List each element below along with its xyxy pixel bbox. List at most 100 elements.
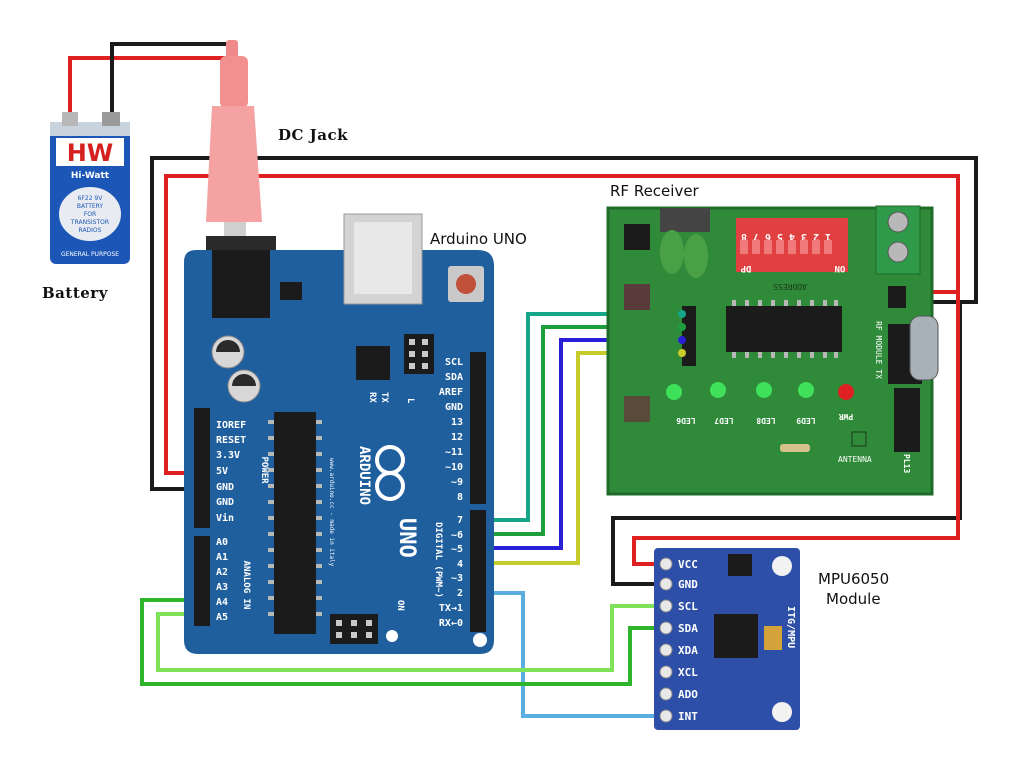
arduino-digital-pin-labels: 7 ~6 ~5 4 ~3 2 TX→1 RX←0 DIGITAL (PWM~) [433, 515, 463, 629]
arduino-top-header [470, 352, 486, 504]
mpu-pin-pads [659, 557, 673, 723]
battery-terminal-pos [62, 112, 78, 126]
rf-output-header [682, 306, 696, 366]
wire-gnd-black [150, 156, 978, 491]
arduino-capacitor-1-mark [216, 340, 240, 352]
mpu-pin-ado: ADO [678, 688, 698, 701]
mpu-chip-label: ITG/MPU [785, 606, 796, 648]
dip-7: 7 [753, 231, 759, 242]
rf-receiver-board: 8 7 6 5 4 3 2 1 DP ON ADDRESS [606, 205, 939, 496]
wire-a4-sda [140, 598, 662, 686]
rf-out-pin-2 [678, 323, 686, 331]
analog-header-label: ANALOG IN [241, 561, 251, 610]
arduino-on: ON [395, 600, 405, 611]
dc-jack [206, 40, 262, 238]
battery-purpose: GENERAL PURPOSE [61, 251, 119, 258]
arduino-mcu-legs [268, 420, 322, 616]
rf-button-top [624, 224, 650, 250]
arduino-hole-1 [473, 633, 487, 647]
mpu-hole-2 [772, 702, 792, 722]
pin-a3: A3 [216, 582, 228, 593]
arduino-usb-chip [356, 346, 390, 380]
arduino-capacitor-2-mark [232, 374, 256, 386]
rf-antenna-label: ANTENNA [838, 455, 872, 464]
pin-6: ~6 [451, 530, 463, 541]
mpu-pin-vcc: VCC [678, 558, 698, 571]
pin-8: 8 [457, 492, 463, 503]
dip-5: 5 [777, 231, 783, 242]
rf-led-9-label: LED9 [796, 416, 815, 425]
battery-label: Battery [42, 284, 109, 302]
rf-dip-toggles [740, 240, 832, 254]
pin-sda: SDA [445, 372, 463, 383]
dip-8: 8 [741, 231, 747, 242]
arduino-tx: TX [379, 392, 389, 403]
pin-gnd-2: GND [216, 497, 234, 508]
rf-cap-1 [660, 230, 684, 274]
rf-module-label: RF MODULE TX [874, 321, 883, 379]
wire-battery-red [68, 56, 230, 120]
pin-gnd-1: GND [216, 482, 234, 493]
arduino-regulator [280, 282, 302, 300]
rf-screw-2 [887, 241, 909, 263]
pin-5v: 5V [216, 466, 228, 477]
dip-label: DP [740, 263, 751, 273]
rf-antenna-pad [851, 431, 867, 447]
wire-d2-int [484, 591, 662, 718]
arduino-analog-header [194, 536, 210, 626]
pin-1: TX→1 [439, 603, 463, 614]
battery-terminal-neg [102, 112, 120, 126]
arduino-model: UNO [394, 518, 419, 558]
digital-header-label: DIGITAL (PWM~) [433, 522, 443, 598]
pin-reset: RESET [216, 435, 246, 446]
mpu-pin-gnd: GND [678, 578, 698, 591]
arduino-power-pin-labels: IOREF RESET 3.3V 5V GND GND Vin POWER [216, 420, 269, 524]
pin-aref: AREF [439, 387, 463, 398]
battery-spec-3: FOR [84, 211, 96, 218]
dip-3: 3 [801, 231, 807, 242]
pin-0: RX←0 [439, 618, 463, 629]
arduino-rx: RX [367, 392, 377, 403]
arduino-reset-cap [456, 274, 476, 294]
pin-a2: A2 [216, 567, 228, 578]
mpu-cap [764, 626, 782, 650]
rf-button-mid [624, 284, 650, 310]
arduino-logo [375, 445, 405, 501]
rf-address: ADDRESS [773, 282, 807, 291]
rf-out-pin-4 [678, 349, 686, 357]
pin-gnd-top: GND [445, 402, 463, 413]
rf-led-6-label: LED6 [676, 416, 695, 425]
jack-grip [220, 56, 248, 108]
rf-resistor [780, 444, 810, 452]
dip-on: ON [835, 263, 846, 273]
rf-button-bottom [624, 396, 650, 422]
mpu-pin-scl: SCL [678, 600, 698, 613]
rf-led-pwr-label: PWR [839, 412, 854, 421]
wire-a5-scl [156, 604, 662, 672]
arduino-site: www.arduino.cc - made in italy [328, 458, 335, 567]
battery-spec-2: BATTERY [77, 203, 104, 210]
mpu-pin-xda: XDA [678, 644, 698, 657]
rf-led-7-label: LED7 [714, 416, 733, 425]
dip-1: 1 [825, 231, 831, 242]
rf-out-pin-3 [678, 336, 686, 344]
pin-4: 4 [457, 559, 463, 570]
mpu-regulator [728, 554, 752, 576]
mpu-pin-int: INT [678, 710, 698, 723]
mpu-pin-xcl: XCL [678, 666, 698, 679]
pin-5: ~5 [451, 544, 463, 555]
rf-led-9 [798, 382, 814, 398]
arduino-label: Arduino UNO [430, 230, 527, 248]
rf-pl13-label: PL13 [902, 454, 911, 473]
pin-9: ~9 [451, 477, 463, 488]
rf-led-8-label: LED8 [756, 416, 775, 425]
mpu-label-line1: MPU6050 [818, 570, 889, 588]
arduino-icsp-bottom [330, 614, 378, 644]
rf-screw-1 [887, 211, 909, 233]
arduino-power-header [194, 408, 210, 528]
battery-spec-1: 6F22 9V [78, 195, 104, 202]
rf-out-pin-1 [678, 310, 686, 318]
pin-scl: SCL [445, 357, 463, 368]
arduino-l: L [405, 398, 415, 404]
